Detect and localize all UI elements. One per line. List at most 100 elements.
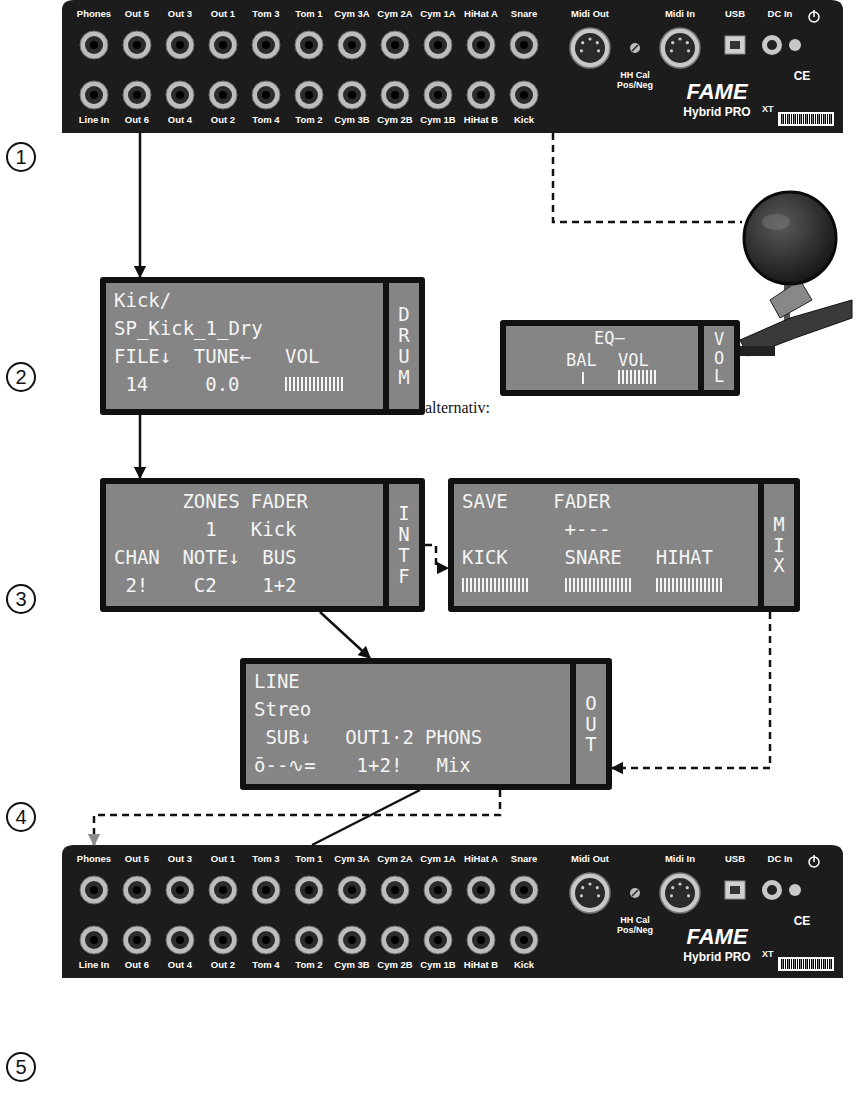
rear-panel: PhonesOut 5Out 3Out 1Tom 3Tom 1Cym 3ACym… xyxy=(62,0,843,133)
jack-label: HH Cal Pos/Neg xyxy=(615,70,655,90)
jack-label: Cym 2A xyxy=(377,8,412,19)
level-bar xyxy=(656,578,724,592)
lcd-text: Kick/ xyxy=(114,289,171,311)
jack-label: Out 4 xyxy=(168,114,192,125)
jack-label: Out 1 xyxy=(211,853,235,864)
lcd-text: 1+2! xyxy=(357,754,403,776)
jack-label: Out 2 xyxy=(211,959,235,970)
jack-label: Tom 3 xyxy=(252,853,279,864)
callout-number: 2 xyxy=(6,362,36,392)
connector-arrow xyxy=(139,133,142,277)
rear-panel: PhonesOut 5Out 3Out 1Tom 3Tom 1Cym 3ACym… xyxy=(62,845,843,978)
lcd-text: KICK xyxy=(462,546,508,568)
jack-label: HiHat A xyxy=(464,853,498,864)
jack-label: Cym 1B xyxy=(420,114,455,125)
mode-strip: OUT xyxy=(570,664,606,784)
jack-label: Hybrid PRO xyxy=(683,951,750,964)
output-screen: LINEStreoSUB↓OUT1·2PHONSō--∿=1+2!MixOUT xyxy=(240,658,612,790)
jack-label: Cym 2B xyxy=(377,959,412,970)
level-bar xyxy=(285,377,343,391)
lcd-text: SNARE xyxy=(565,546,622,568)
jack-label: DC In xyxy=(768,853,793,864)
mixer-screen: SAVE FADER +--- KICK SNARE HIHAT MIX xyxy=(448,478,800,612)
jack-label: Line In xyxy=(79,959,110,970)
lcd-text: SUB↓ xyxy=(265,726,311,748)
lcd-text: EQ— xyxy=(594,328,625,348)
jack-label: HiHat A xyxy=(464,8,498,19)
lcd-text: LINE xyxy=(254,670,300,692)
jack-label: Cym 2B xyxy=(377,114,412,125)
drum-screen: Kick/SP_Kick_1_DryFILE↓TUNE←VOL140.0DRUM xyxy=(100,277,425,415)
jack-label: Out 6 xyxy=(125,114,149,125)
lcd-text: 1+2 xyxy=(262,574,296,596)
jack-label: DC In xyxy=(768,8,793,19)
jack-label: Midi Out xyxy=(571,8,609,19)
lcd-text: SP_Kick_1_Dry xyxy=(114,317,263,339)
lcd-text: Kick xyxy=(251,518,297,540)
jack-label: Kick xyxy=(514,114,534,125)
jack-label: Midi Out xyxy=(571,853,609,864)
mode-strip: INTF xyxy=(383,484,419,606)
connector-arrow xyxy=(612,612,770,768)
connector-arrow xyxy=(312,790,420,845)
lcd-text: FILE↓ xyxy=(114,345,171,367)
jack-label: CE xyxy=(794,915,811,928)
jack-label: Cym 2A xyxy=(377,853,412,864)
jack-label: HH Cal Pos/Neg xyxy=(615,915,655,935)
lcd-text: OUT1·2 xyxy=(345,726,414,748)
jack-label: Midi In xyxy=(665,8,695,19)
connector-arrow xyxy=(320,612,370,658)
lcd-text: VOL xyxy=(285,345,319,367)
jack-label: FAME xyxy=(686,80,747,103)
level-bar xyxy=(582,372,584,384)
jack-label: Cym 3A xyxy=(334,8,369,19)
lcd-text: Mix xyxy=(436,754,470,776)
jack-label: Out 2 xyxy=(211,114,235,125)
jack-label: USB xyxy=(725,8,745,19)
mode-strip: VOL xyxy=(698,326,734,390)
lcd-text: BAL xyxy=(566,350,597,370)
lcd-text: PHONS xyxy=(425,726,482,748)
jack-label: Out 3 xyxy=(168,853,192,864)
note-label: alternativ: xyxy=(425,399,490,417)
lcd-text: CHAN xyxy=(114,546,160,568)
lcd-text: SAVE xyxy=(462,490,508,512)
lcd-text: FADER xyxy=(251,490,308,512)
connector-arrow xyxy=(94,790,500,845)
connector-arrow xyxy=(139,415,142,478)
lcd-text: TUNE← xyxy=(194,345,251,367)
lcd-text: +--- xyxy=(565,518,611,540)
jack-label: Cym 3B xyxy=(334,114,369,125)
jack-label: Snare xyxy=(511,8,537,19)
jack-label: Cym 1A xyxy=(420,853,455,864)
volume-screen: EQ—BALVOLVOL xyxy=(500,320,740,396)
mode-label: MIX xyxy=(770,514,789,577)
mode-strip: MIX xyxy=(758,484,794,606)
lcd-text: HIHAT xyxy=(656,546,713,568)
lcd-text: 2! xyxy=(125,574,148,596)
jack-label: Tom 1 xyxy=(295,8,322,19)
jack-label: Tom 2 xyxy=(295,959,322,970)
jack-label: FAME xyxy=(686,925,747,948)
lcd-text: ō--∿= xyxy=(254,754,316,776)
jack-label: Phones xyxy=(77,8,111,19)
jack-label: Tom 3 xyxy=(252,8,279,19)
interface-screen: ZONESFADER1KickCHANNOTE↓BUS2!C21+2INTF xyxy=(100,478,425,612)
level-bar xyxy=(462,578,530,592)
jack-label: Tom 1 xyxy=(295,853,322,864)
jack-label: HiHat B xyxy=(464,114,498,125)
lcd-text: FADER xyxy=(553,490,610,512)
callout-number: 3 xyxy=(6,584,36,614)
mode-label: OUT xyxy=(582,693,601,756)
lcd-text: 14 xyxy=(125,373,148,395)
mode-strip: DRUM xyxy=(383,283,419,409)
jack-label: Line In xyxy=(79,114,110,125)
callout-number: 5 xyxy=(6,1052,36,1082)
mode-label: INTF xyxy=(395,503,414,587)
jack-label: Midi In xyxy=(665,853,695,864)
lcd-text: ZONES xyxy=(182,490,239,512)
jack-label: Tom 4 xyxy=(252,959,279,970)
jack-label: Tom 4 xyxy=(252,114,279,125)
jack-label: Out 3 xyxy=(168,8,192,19)
